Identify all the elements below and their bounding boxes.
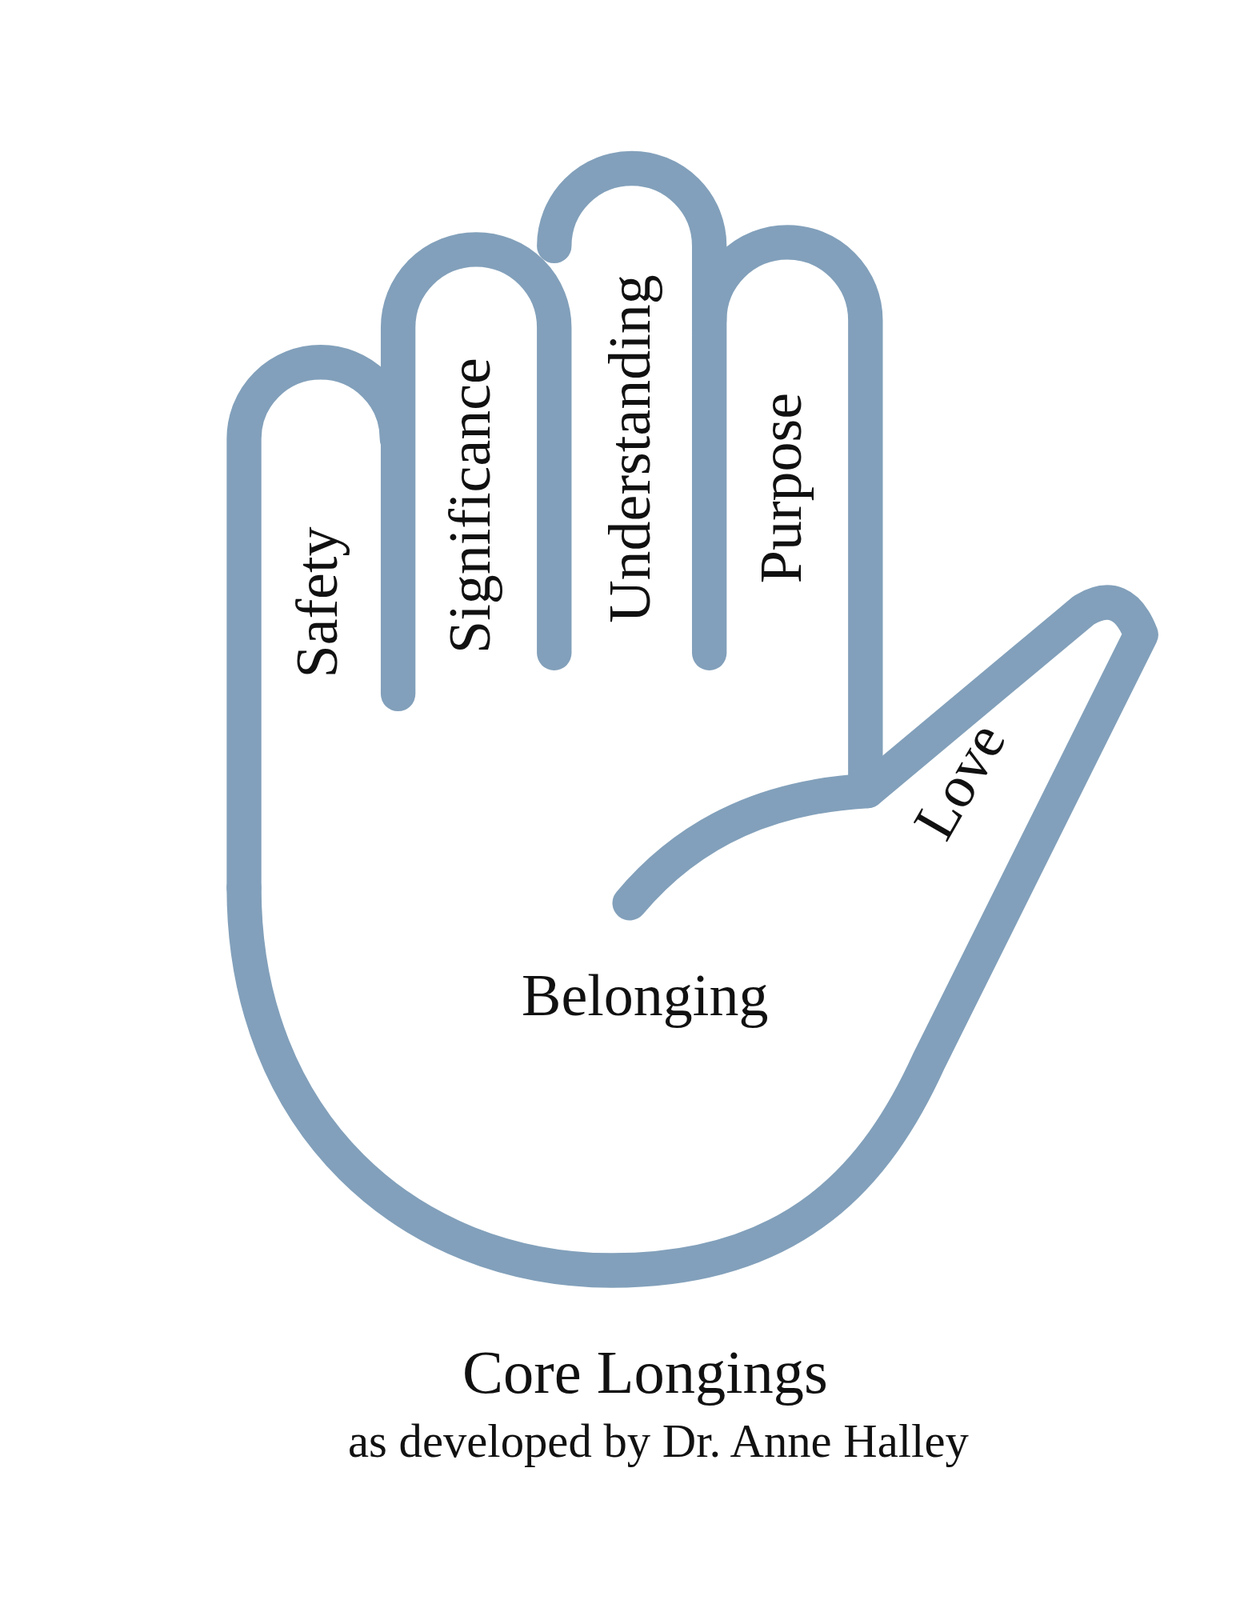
longing-label: Understanding xyxy=(600,275,660,624)
diagram-title: Core Longings xyxy=(462,1342,828,1404)
longing-label: Significance xyxy=(440,357,500,654)
diagram-caption: as developed by Dr. Anne Halley xyxy=(348,1418,969,1466)
longing-label: Belonging xyxy=(521,965,768,1025)
longing-label: Purpose xyxy=(751,392,811,584)
palm-crease xyxy=(629,791,868,904)
longing-label: Safety xyxy=(287,526,347,678)
finger-outline xyxy=(709,242,866,776)
thumb-outline xyxy=(244,602,1141,1271)
finger-divider xyxy=(398,249,555,694)
hand-outline-path xyxy=(244,362,397,888)
finger-divider xyxy=(554,168,710,653)
